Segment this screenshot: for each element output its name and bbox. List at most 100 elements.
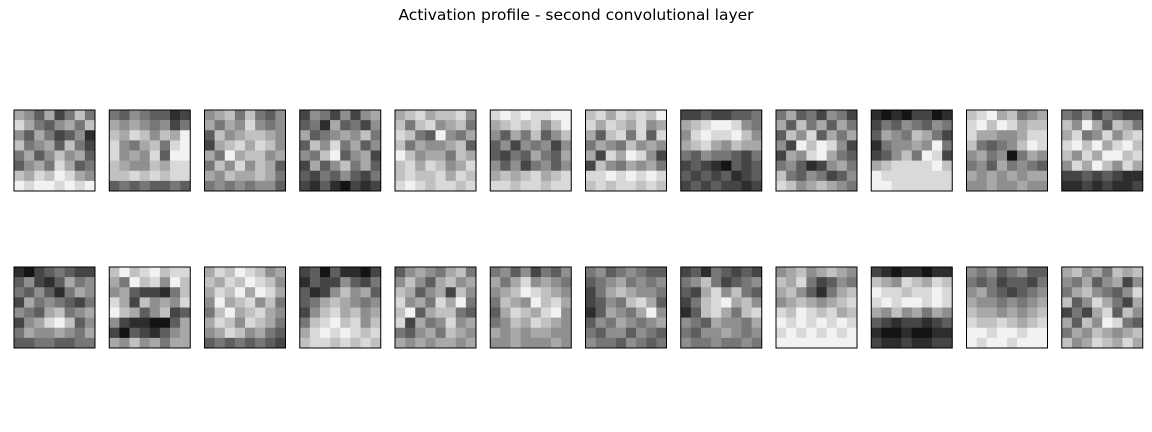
activation-cell	[1082, 277, 1093, 288]
activation-cell	[551, 327, 562, 339]
activation-cell	[64, 130, 76, 141]
activation-cell	[901, 130, 913, 141]
activation-cell	[299, 337, 311, 349]
activation-cell	[204, 307, 215, 318]
activation-cell	[942, 327, 953, 339]
activation-cell	[942, 180, 953, 192]
activation-cell	[275, 150, 286, 161]
activation-cell	[986, 160, 998, 172]
activation-cell	[806, 307, 817, 318]
activation-cell	[149, 327, 161, 339]
activation-cell	[370, 130, 382, 141]
activation-cell	[34, 277, 45, 288]
activation-cell	[500, 327, 511, 339]
activation-cell	[731, 287, 742, 298]
activation-cell	[806, 140, 817, 151]
activation-cell	[1071, 327, 1083, 339]
activation-cell	[942, 140, 953, 151]
activation-cell	[64, 140, 76, 151]
activation-cell	[826, 160, 838, 172]
activation-cell	[816, 297, 827, 308]
activation-cell	[540, 160, 552, 172]
activation-cell	[224, 150, 236, 161]
activation-cell	[585, 317, 596, 329]
activation-cell	[255, 267, 266, 278]
activation-cell	[170, 277, 181, 288]
activation-cell	[1102, 287, 1113, 298]
activation-cell	[224, 307, 236, 318]
activation-cell	[1007, 150, 1018, 161]
activation-cell	[711, 317, 722, 329]
activation-cell	[139, 307, 151, 318]
activation-cell	[656, 140, 667, 151]
activation-cell	[24, 140, 35, 151]
activation-cell	[435, 267, 446, 278]
activation-cell	[455, 110, 467, 121]
activation-cell	[776, 180, 787, 192]
activation-cell	[1061, 327, 1073, 339]
activation-cell	[64, 337, 76, 349]
activation-cell	[871, 307, 882, 318]
activation-cell	[561, 267, 572, 278]
activation-cell	[646, 267, 657, 278]
activation-cell	[540, 337, 552, 349]
activation-cell	[846, 297, 858, 308]
activation-cell	[129, 160, 140, 172]
activation-cell	[806, 297, 817, 308]
activation-map-1	[13, 109, 96, 192]
activation-cell	[455, 277, 467, 288]
activation-cell	[309, 327, 321, 339]
activation-cell	[1132, 297, 1144, 308]
activation-cell	[1007, 110, 1018, 121]
activation-cell	[84, 287, 96, 298]
activation-cell	[871, 120, 882, 131]
activation-cell	[1037, 287, 1048, 298]
activation-cell	[1102, 170, 1113, 182]
activation-cell	[445, 120, 457, 131]
activation-map-14	[108, 266, 191, 349]
activation-cell	[595, 327, 607, 339]
activation-cell	[370, 120, 382, 131]
activation-cell	[976, 307, 988, 318]
activation-cell	[340, 287, 351, 298]
activation-cell	[796, 160, 807, 172]
activation-cell	[275, 337, 286, 349]
activation-cell	[139, 170, 151, 182]
activation-cell	[701, 327, 712, 339]
activation-cell	[109, 287, 120, 298]
activation-cell	[54, 140, 65, 151]
activation-cell	[265, 267, 276, 278]
activation-cell	[701, 130, 712, 141]
activation-cell	[159, 130, 171, 141]
activation-cell	[680, 150, 692, 161]
activation-cell	[741, 327, 752, 339]
activation-cell	[932, 140, 943, 151]
activation-cell	[170, 317, 181, 329]
activation-cell	[265, 170, 276, 182]
activation-cell	[1061, 317, 1073, 329]
activation-cell	[561, 317, 572, 329]
activation-cell	[690, 150, 702, 161]
activation-cell	[149, 317, 161, 329]
activation-map-24	[1061, 266, 1144, 349]
activation-cell	[701, 170, 712, 182]
activation-cell	[54, 110, 65, 121]
activation-cell	[520, 160, 532, 172]
activation-cell	[180, 170, 191, 182]
activation-cell	[299, 317, 311, 329]
activation-cell	[530, 130, 542, 141]
activation-cell	[1037, 327, 1048, 339]
activation-cell	[180, 120, 191, 131]
activation-cell	[776, 120, 787, 131]
map-frame	[394, 266, 477, 349]
activation-cell	[14, 120, 25, 131]
activation-cell	[1027, 150, 1038, 161]
activation-cell	[741, 170, 752, 182]
activation-cell	[1027, 267, 1038, 278]
activation-cell	[275, 267, 286, 278]
activation-cell	[891, 317, 902, 329]
activation-cell	[445, 287, 457, 298]
activation-cell	[455, 337, 467, 349]
activation-cell	[605, 110, 617, 121]
activation-cell	[149, 170, 161, 182]
